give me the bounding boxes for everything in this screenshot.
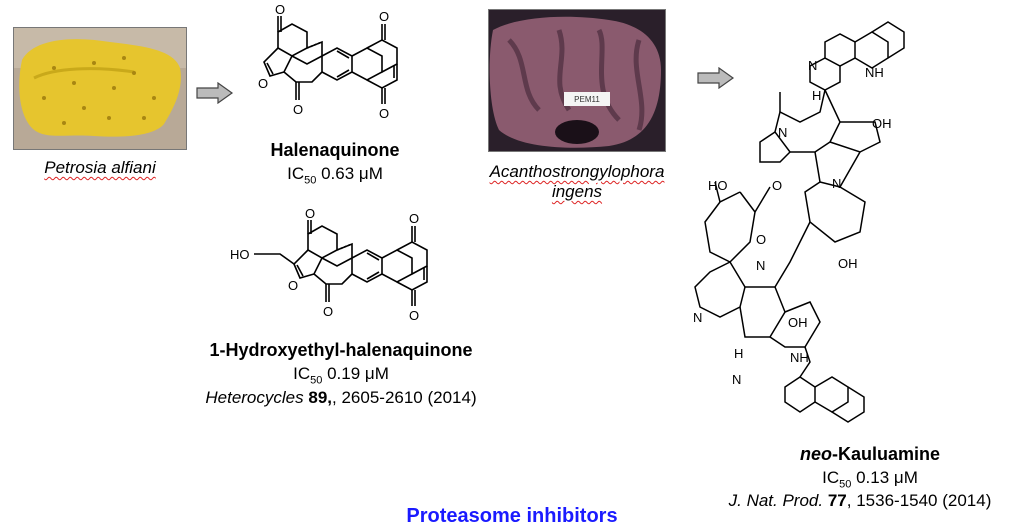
svg-text:O: O bbox=[409, 308, 419, 323]
svg-text:N: N bbox=[808, 58, 817, 73]
hydroxyethyl-reference: Heterocycles 89,, 2605-2610 (2014) bbox=[205, 388, 477, 407]
petrosia-caption-text: Petrosia alfiani bbox=[44, 158, 156, 177]
halenaquinone-structure: O O O O O bbox=[258, 2, 398, 121]
svg-text:N: N bbox=[832, 176, 841, 191]
svg-text:PEM11: PEM11 bbox=[574, 95, 600, 104]
arrow-right-2 bbox=[697, 67, 735, 89]
svg-text:N: N bbox=[693, 310, 702, 325]
svg-text:H: H bbox=[734, 346, 743, 361]
svg-text:HO: HO bbox=[708, 178, 728, 193]
hydroxyethyl-name: 1-Hydroxyethyl-halenaquinone bbox=[209, 340, 473, 360]
svg-text:O: O bbox=[305, 206, 315, 221]
svg-text:NH: NH bbox=[865, 65, 884, 80]
svg-text:O: O bbox=[772, 178, 782, 193]
petrosia-caption: Petrosia alfiani bbox=[13, 158, 187, 178]
petrosia-photo bbox=[13, 27, 187, 150]
halenaquinone-name: Halenaquinone bbox=[270, 140, 400, 160]
kauluamine-reference: J. Nat. Prod. 77, 1536-1540 (2014) bbox=[728, 491, 992, 510]
svg-text:OH: OH bbox=[872, 116, 892, 131]
hydroxyethyl-ic50: IC50 0.19 μM bbox=[293, 364, 389, 387]
hydroxyethyl-structure: O O O O O HO bbox=[230, 206, 428, 323]
svg-text:O: O bbox=[409, 211, 419, 226]
svg-text:O: O bbox=[379, 9, 389, 24]
kauluamine-ic50: IC50 0.13 μM bbox=[822, 468, 918, 491]
svg-text:OH: OH bbox=[788, 315, 808, 330]
svg-text:OH: OH bbox=[838, 256, 858, 271]
svg-text:N: N bbox=[778, 125, 787, 140]
acantho-caption: Acanthostrongylophora ingens bbox=[489, 162, 665, 201]
neo-kauluamine-structure: N NH H OH N HO O N O OH N N OH H N NH bbox=[693, 21, 905, 423]
arrow-right-1 bbox=[196, 82, 234, 104]
svg-text:O: O bbox=[288, 278, 298, 293]
svg-text:NH: NH bbox=[790, 350, 809, 365]
kauluamine-name: neo-Kauluamine bbox=[799, 444, 941, 464]
acantho-photo: PEM11 bbox=[488, 9, 666, 152]
svg-text:O: O bbox=[756, 232, 766, 247]
svg-text:N: N bbox=[732, 372, 741, 387]
svg-text:N: N bbox=[756, 258, 765, 273]
svg-text:HO: HO bbox=[230, 247, 250, 262]
svg-text:O: O bbox=[379, 106, 389, 121]
svg-text:O: O bbox=[293, 102, 303, 117]
halenaquinone-ic50: IC50 0.63 μM bbox=[287, 164, 383, 187]
svg-text:H: H bbox=[812, 88, 821, 103]
svg-text:O: O bbox=[323, 304, 333, 319]
svg-text:O: O bbox=[258, 76, 268, 91]
footer-title: Proteasome inhibitors bbox=[406, 505, 618, 527]
svg-text:O: O bbox=[275, 2, 285, 17]
